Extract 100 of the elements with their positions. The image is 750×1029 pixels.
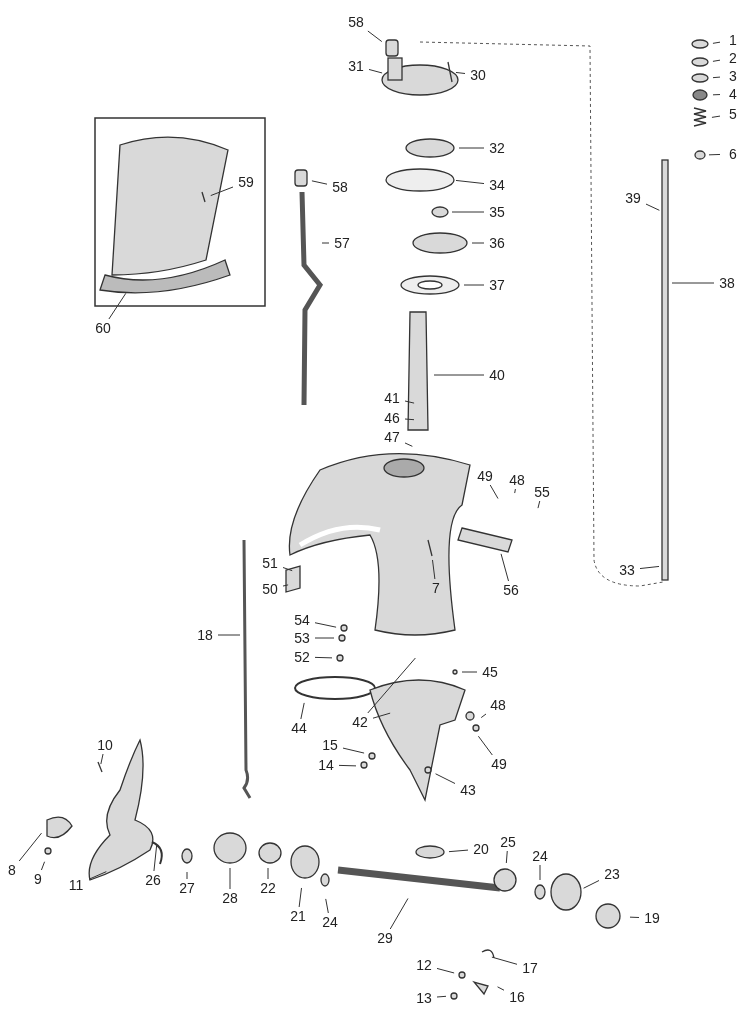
- leader-line: [372, 712, 391, 719]
- callout-number: 13: [411, 990, 437, 1006]
- callout-number: 49: [486, 756, 512, 772]
- callout-number: 21: [285, 908, 311, 924]
- leader-line: [404, 400, 415, 404]
- leader-line: [404, 418, 415, 421]
- callout-number: 50: [257, 581, 283, 597]
- callout-number: 51: [257, 555, 283, 571]
- leader-line: [583, 880, 600, 889]
- leader-line: [40, 861, 46, 871]
- leader-line: [153, 845, 158, 872]
- callout-number: 12: [411, 957, 437, 973]
- leader-line: [321, 242, 330, 244]
- leader-line: [712, 59, 721, 62]
- callout-number: 2: [720, 50, 746, 66]
- callout-number: 16: [504, 989, 530, 1005]
- leader-line: [639, 565, 660, 570]
- callout-number: 7: [423, 580, 449, 596]
- leader-line: [267, 867, 269, 880]
- callout-number: 8: [0, 862, 25, 878]
- leader-line: [229, 867, 231, 890]
- leader-line: [629, 916, 640, 918]
- leader-line: [477, 735, 493, 756]
- callout-number: 35: [484, 204, 510, 220]
- callout-number: 19: [639, 910, 665, 926]
- leader-line: [432, 559, 436, 580]
- leader-line: [186, 871, 188, 880]
- leader-line: [88, 871, 107, 880]
- leader-line: [436, 995, 447, 998]
- leader-line: [645, 203, 660, 211]
- leader-line: [463, 284, 485, 286]
- leader-line: [505, 850, 508, 864]
- callout-number: 14: [313, 757, 339, 773]
- leader-line: [314, 622, 337, 628]
- callout-number: 42: [347, 714, 373, 730]
- callout-number: 58: [343, 14, 369, 30]
- callout-number: 11: [63, 877, 89, 893]
- leader-line: [100, 753, 104, 765]
- leader-line: [497, 986, 505, 991]
- leader-line: [711, 115, 721, 118]
- callout-number: 40: [484, 367, 510, 383]
- callout-number: 58: [327, 179, 353, 195]
- callout-number: 26: [140, 872, 166, 888]
- callout-number: 53: [289, 630, 315, 646]
- callout-number: 31: [343, 58, 369, 74]
- leader-line: [325, 898, 329, 914]
- callout-number: 36: [484, 235, 510, 251]
- callout-number: 45: [477, 664, 503, 680]
- callout-number: 52: [289, 649, 315, 665]
- callout-number: 9: [25, 871, 51, 887]
- callout-number: 23: [599, 866, 625, 882]
- leader-line: [500, 553, 510, 582]
- callout-number: 37: [484, 277, 510, 293]
- leader-line: [712, 94, 721, 96]
- leader-line: [217, 634, 241, 636]
- leader-line: [671, 282, 715, 284]
- leader-line: [433, 374, 485, 376]
- callout-number: 48: [504, 472, 530, 488]
- callout-number: 1: [720, 32, 746, 48]
- callout-number: 15: [317, 737, 343, 753]
- callout-number: 3: [720, 68, 746, 84]
- callout-number: 24: [527, 848, 553, 864]
- callout-number: 6: [720, 146, 746, 162]
- callout-number: 48: [485, 697, 511, 713]
- callout-number: 32: [484, 140, 510, 156]
- leader-line: [282, 584, 289, 587]
- leader-line: [338, 764, 357, 767]
- leader-line: [435, 773, 456, 784]
- callout-number: 27: [174, 880, 200, 896]
- leader-line: [537, 500, 541, 509]
- leader-line: [389, 897, 409, 930]
- leader-line: [471, 242, 485, 244]
- leader-line: [368, 68, 383, 74]
- leader-line: [539, 864, 541, 881]
- callout-number: 41: [379, 390, 405, 406]
- leader-line: [436, 967, 455, 974]
- callout-number: 43: [455, 782, 481, 798]
- leader-line: [514, 488, 516, 494]
- callout-number: 57: [329, 235, 355, 251]
- leader-line: [489, 484, 499, 500]
- callout-number: 10: [92, 737, 118, 753]
- leader-line: [300, 702, 305, 720]
- callout-number: 29: [372, 930, 398, 946]
- leader-line: [455, 179, 485, 185]
- leader-line: [282, 567, 293, 572]
- leader-line: [461, 671, 478, 673]
- callout-number: 39: [620, 190, 646, 206]
- callout-number: 24: [317, 914, 343, 930]
- leader-line: [367, 657, 416, 714]
- callout-number: 30: [465, 67, 491, 83]
- leader-line: [314, 637, 335, 639]
- callout-number: 49: [472, 468, 498, 484]
- callout-number: 5: [720, 106, 746, 122]
- leader-line: [367, 30, 383, 43]
- callout-number: 17: [517, 960, 543, 976]
- leader-line: [298, 887, 302, 908]
- leader-line: [708, 153, 721, 156]
- callout-number: 20: [468, 841, 494, 857]
- leader-line: [712, 76, 721, 79]
- callout-number: 25: [495, 834, 521, 850]
